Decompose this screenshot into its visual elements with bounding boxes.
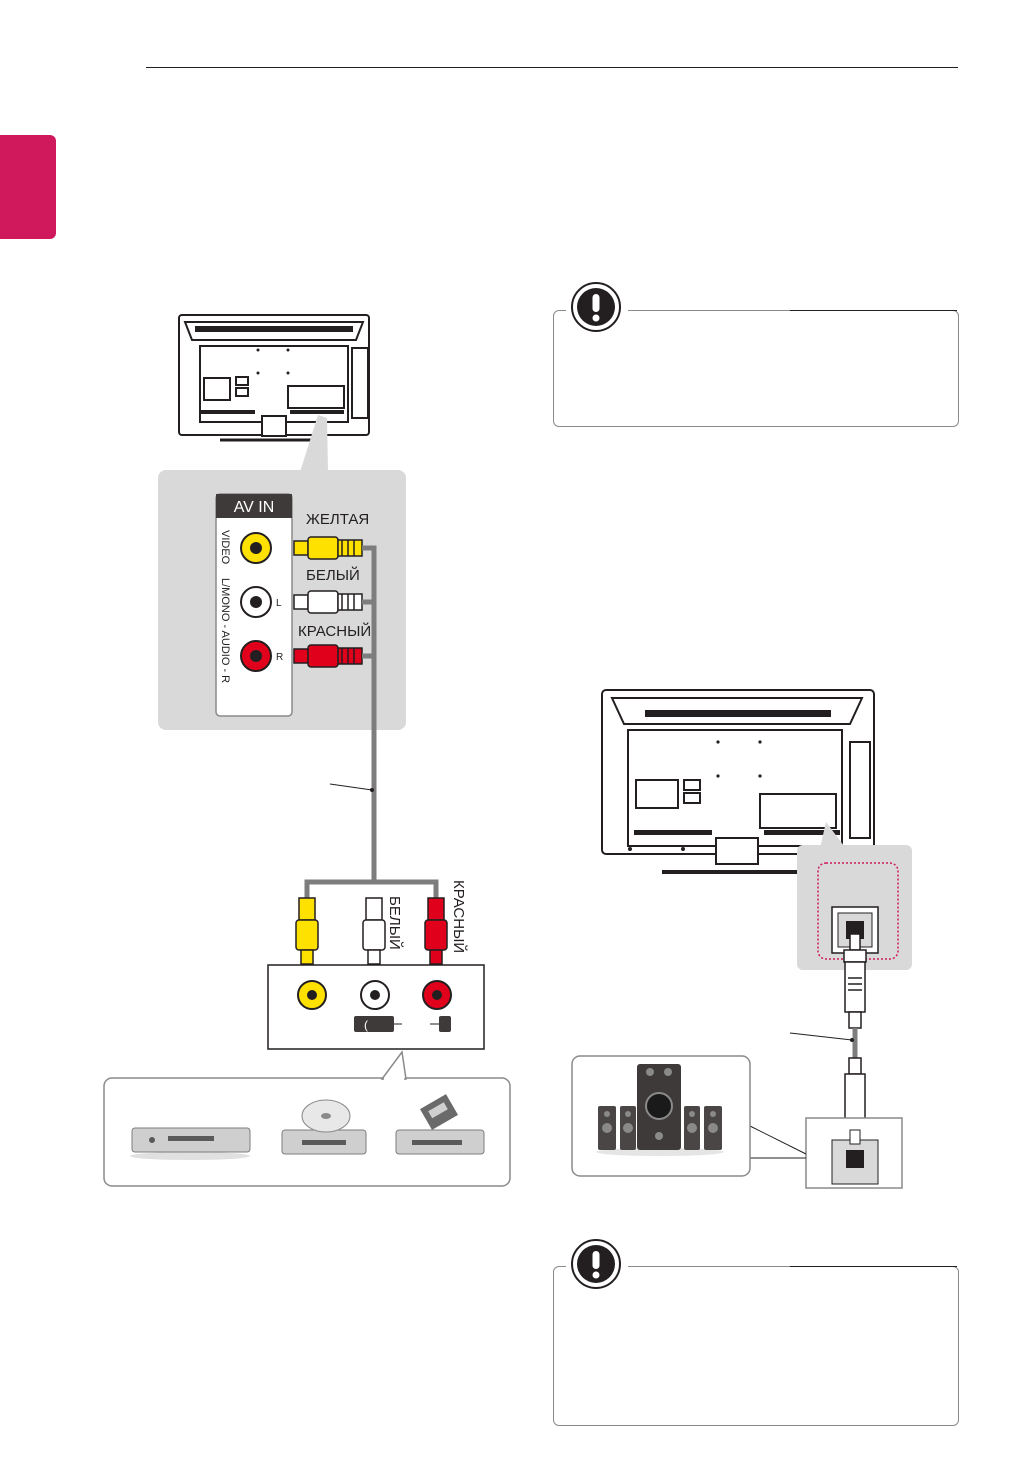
port-audio-l xyxy=(240,586,272,618)
exclamation-icon xyxy=(571,282,621,332)
note-box-1 xyxy=(553,310,959,427)
note-1-title-rule xyxy=(790,310,957,311)
optical-connection-diagram xyxy=(571,689,912,1189)
label-white-tv: БЕЛЫЙ xyxy=(306,566,360,584)
disc-player-icon xyxy=(281,1099,367,1155)
plug-white-device xyxy=(362,897,386,965)
optical-callout-line xyxy=(789,1032,853,1041)
exclamation-icon xyxy=(571,1239,621,1289)
cable-callout-line xyxy=(329,783,373,791)
plug-red-device xyxy=(424,897,448,965)
plug-yellow-tv xyxy=(293,536,363,560)
tv-rear-view xyxy=(178,314,370,442)
optical-cable xyxy=(843,933,867,1141)
av-zoom-panel xyxy=(158,415,406,730)
port-audio-label: L/MONO - AUDIO - R xyxy=(219,578,231,683)
tv-rear-view-2 xyxy=(601,689,875,874)
port-video xyxy=(240,532,272,564)
note-2-title-rule xyxy=(790,1266,957,1267)
speaker-system-icon xyxy=(596,1064,724,1156)
port-audio-r xyxy=(240,640,272,672)
vcr-icon xyxy=(395,1094,485,1155)
label-yellow-tv: ЖЕЛТАЯ xyxy=(306,511,369,528)
device-jack-l: ( xyxy=(364,1018,368,1032)
tv-rear-vents xyxy=(195,326,353,414)
av-connection-diagram: AV IN VIDEO L/MONO - AUDIO - R L R ЖЕЛТА… xyxy=(103,314,511,1187)
port-r-text: R xyxy=(276,652,283,663)
av-cable xyxy=(304,545,439,900)
plug-white-tv xyxy=(293,590,363,614)
label-white-device: БЕЛЫЙ xyxy=(386,896,404,950)
device-jack-panel xyxy=(267,964,485,1050)
dvd-player-icon xyxy=(130,1127,251,1160)
header-rule xyxy=(146,67,958,68)
label-red-tv: КРАСНЫЙ xyxy=(298,622,371,640)
plug-yellow-device xyxy=(295,897,319,965)
audio-system-jack xyxy=(805,1117,903,1189)
port-video-label: VIDEO xyxy=(219,530,231,565)
label-red-device: КРАСНЫЙ xyxy=(450,880,468,953)
av-in-header: AV IN xyxy=(234,499,275,516)
plug-red-tv xyxy=(293,644,363,668)
note-box-2 xyxy=(553,1266,959,1426)
port-l-text: L xyxy=(276,598,282,609)
language-side-tab xyxy=(0,135,56,239)
